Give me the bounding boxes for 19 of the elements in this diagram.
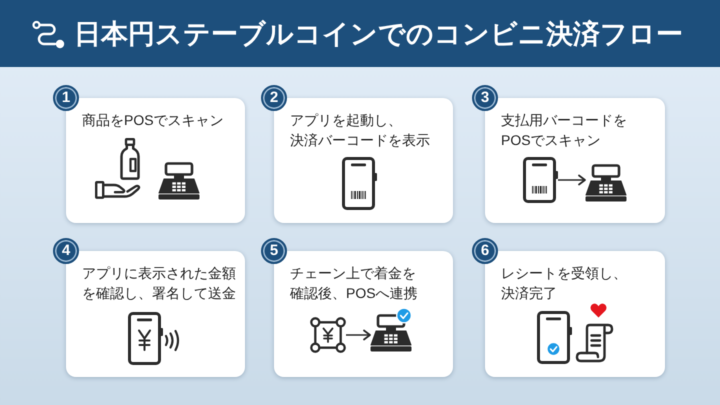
number-badge: 6 bbox=[472, 238, 498, 264]
number-badge: 3 bbox=[472, 85, 498, 111]
step-text: チェーン上で着金を確認後、POSへ連携 bbox=[290, 264, 419, 303]
cash-register-icon bbox=[585, 164, 627, 202]
step-text: 商品をPOSでスキャン bbox=[82, 111, 224, 130]
step-text: アプリを起動し、決済バーコードを表示 bbox=[290, 111, 431, 150]
phone-icon bbox=[523, 157, 558, 203]
step-text: 支払用バーコードをPOSでスキャン bbox=[501, 111, 628, 150]
number-badge: 1 bbox=[53, 85, 79, 111]
arrow bbox=[558, 174, 586, 186]
number-badge: 4 bbox=[53, 238, 79, 264]
blockchain-icon bbox=[310, 317, 346, 353]
step-text: アプリに表示された金額を確認し、署名して送金 bbox=[82, 264, 237, 303]
step-text: レシートを受領し、決済完了 bbox=[501, 264, 628, 303]
number-badge: 5 bbox=[261, 238, 287, 264]
cash-register-icon bbox=[370, 306, 413, 352]
number-badge: 2 bbox=[261, 85, 287, 111]
arrow bbox=[346, 330, 371, 340]
title: 日本円ステーブルコインでのコンビニ決済フロー bbox=[74, 18, 683, 51]
